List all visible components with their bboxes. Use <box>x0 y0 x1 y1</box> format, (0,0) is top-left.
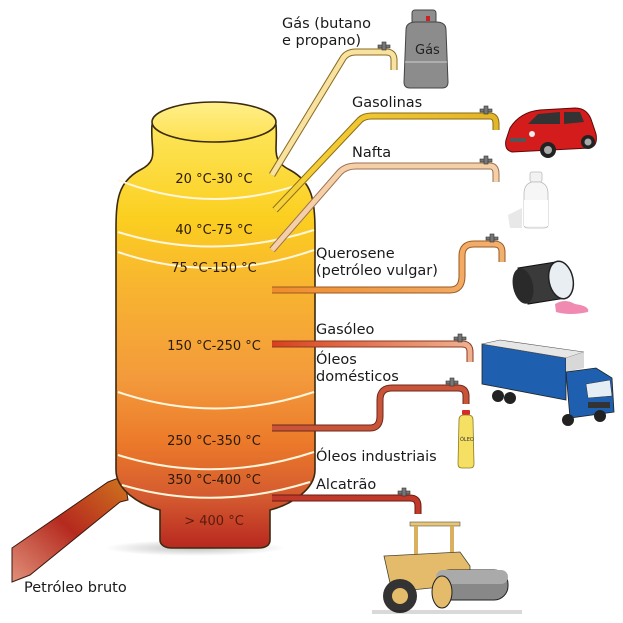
temp-range-6: 350 °C-400 °C <box>167 473 261 488</box>
car-icon <box>505 107 597 158</box>
product-label-gasoline: Gasolinas <box>352 95 423 111</box>
product-label-kerosene: Querosene (petróleo vulgar) <box>316 246 438 279</box>
tray-lines <box>117 179 315 499</box>
feed-label: Petróleo bruto <box>24 580 127 596</box>
product-label-domestic-oils: Óleos domésticos <box>316 352 399 385</box>
product-label-diesel: Gasóleo <box>316 322 375 338</box>
temp-range-3: 75 °C-150 °C <box>171 261 257 276</box>
product-label-industrial-oils: Óleos industriais <box>316 449 437 465</box>
column-top <box>151 101 277 143</box>
valve-icons <box>377 41 499 497</box>
temp-range-4: 150 °C-250 °C <box>167 339 261 354</box>
temp-range-7: > 400 °C <box>184 514 244 529</box>
temp-range-2: 40 °C-75 °C <box>175 223 253 238</box>
product-label-tar: Alcatrão <box>316 477 377 493</box>
bottle-icon <box>508 171 549 229</box>
product-label-gas: Gás (butano e propano) <box>282 16 371 49</box>
temp-range-1: 20 °C-30 °C <box>175 172 253 187</box>
paint-can-icon <box>512 260 589 314</box>
temp-range-5: 250 °C-350 °C <box>167 434 261 449</box>
oil-bottle-label: ÓLEO <box>460 436 474 443</box>
product-label-naphtha: Nafta <box>352 145 392 161</box>
distillation-column <box>115 124 316 549</box>
gas-cylinder-icon: Gás <box>403 9 449 89</box>
truck-icon <box>481 339 615 426</box>
crude-oil-feed-pipe <box>11 475 129 583</box>
oil-bottle-icon: ÓLEO <box>457 410 475 469</box>
road-roller-icon <box>372 521 522 614</box>
gas-cylinder-label: Gás <box>415 43 440 58</box>
